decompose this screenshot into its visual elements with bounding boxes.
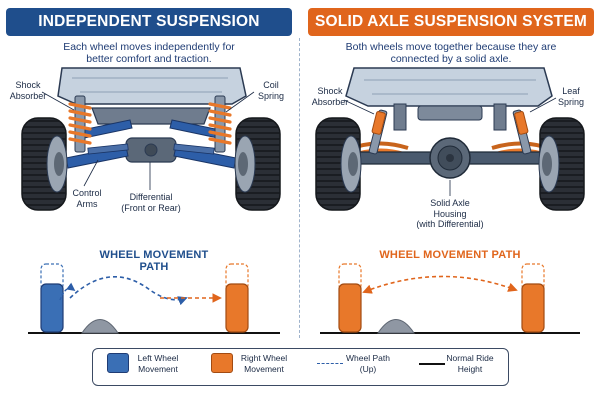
legend-wheel-path-line2: (Up) bbox=[359, 364, 377, 374]
left-wheel-marker bbox=[40, 283, 64, 333]
legend-ride-height-line2: Height bbox=[457, 364, 483, 374]
legend-right-wheel-text: Right Wheel Movement bbox=[233, 353, 295, 375]
right-shock-absorber bbox=[512, 109, 532, 155]
legend-wheel-path-text: Wheel Path (Up) bbox=[337, 353, 399, 375]
solid-axle-suspension-drawing bbox=[315, 67, 585, 211]
solid-axle-subtitle-line2: connected by a solid axle. bbox=[390, 53, 512, 65]
independent-subtitle: Each wheel moves independently for bette… bbox=[16, 41, 282, 65]
left-wheel-raised-outline bbox=[40, 263, 64, 291]
independent-subtitle-line2: better comfort and traction. bbox=[86, 53, 212, 65]
legend-right-wheel-line1: Right Wheel bbox=[240, 353, 288, 363]
coil-spring-label: Coil Spring bbox=[246, 80, 296, 101]
right-front-wheel bbox=[234, 117, 281, 211]
control-arms-label: Control Arms bbox=[62, 188, 112, 209]
coil-spring-label-line1: Coil bbox=[263, 80, 279, 90]
solid-left-wheel-raised-outline bbox=[338, 263, 362, 291]
solid-axle-housing-label-line1: Solid Axle bbox=[430, 198, 470, 208]
right-road-bump bbox=[377, 319, 415, 334]
differential-label: Differential (Front or Rear) bbox=[114, 192, 188, 213]
left-wheel-path-up bbox=[59, 282, 76, 301]
independent-suspension-drawing bbox=[21, 67, 281, 211]
differential-label-line1: Differential bbox=[129, 192, 173, 202]
right-coilover bbox=[208, 95, 232, 153]
legend-wheel-path-line bbox=[317, 363, 343, 364]
solid-axle-wheel-path-diagram bbox=[320, 263, 580, 334]
legend-right-wheel-swatch bbox=[211, 353, 233, 373]
solid-axle-suspension-title: SOLID AXLE SUSPENSION SYSTEM bbox=[308, 8, 594, 36]
independent-suspension-title: INDEPENDENT SUSPENSION SYSTEM bbox=[6, 8, 292, 58]
control-arms-label-line1: Control bbox=[72, 188, 102, 198]
legend-ride-height-text: Normal Ride Height bbox=[439, 353, 501, 375]
legend-left-wheel-text: Left Wheel Movement bbox=[127, 353, 189, 375]
legend-ride-height-line1: Normal Ride bbox=[446, 353, 494, 363]
solid-left-wheel-marker bbox=[338, 283, 362, 333]
independent-subtitle-line1: Each wheel moves independently for bbox=[63, 41, 235, 53]
right-wheel-raised-outline bbox=[225, 263, 249, 291]
solid-axle-housing-label-line2: Housing bbox=[433, 208, 467, 219]
panel-divider bbox=[299, 38, 300, 338]
control-arms-label-line2: Arms bbox=[76, 198, 98, 209]
differential-label-line2: (Front or Rear) bbox=[121, 202, 181, 213]
shock-absorber-label-left-line1: Shock bbox=[15, 80, 41, 90]
left-chassis-body bbox=[57, 67, 247, 105]
legend-ride-height-line bbox=[419, 363, 445, 365]
left-front-wheel bbox=[21, 117, 68, 211]
legend-left-wheel-swatch bbox=[107, 353, 129, 373]
coil-spring-label-line2: Spring bbox=[257, 90, 284, 101]
solid-axle-path-title: WHEEL MOVEMENT PATH bbox=[379, 249, 521, 261]
left-shock-absorber bbox=[368, 109, 388, 155]
left-wheel-path-curve bbox=[69, 276, 188, 306]
solid-axle-housing-label-line3: (with Differential) bbox=[416, 219, 484, 229]
solid-right-wheel-raised-outline bbox=[521, 263, 545, 291]
legend-left-wheel-line1: Left Wheel bbox=[137, 353, 179, 363]
solid-wheel-path bbox=[362, 275, 518, 294]
left-coilover bbox=[68, 95, 92, 153]
solid-right-wheel-marker bbox=[521, 283, 545, 333]
left-crossmember bbox=[91, 107, 211, 125]
solid-right-wheel bbox=[538, 117, 585, 211]
legend-wheel-path-line1: Wheel Path bbox=[346, 353, 390, 363]
solid-axle-housing-label: Solid Axle Housing (with Differential) bbox=[406, 198, 494, 230]
leaf-spring-label-line2: Spring bbox=[557, 96, 584, 107]
legend: Left Wheel Movement Right Wheel Movement… bbox=[92, 348, 509, 386]
independent-wheel-path-diagram bbox=[28, 263, 280, 334]
shock-absorber-label-right: Shock Absorber bbox=[304, 86, 356, 107]
independent-path-title: WHEEL MOVEMENT PATH bbox=[99, 249, 209, 273]
solid-axle-subtitle-line1: Both wheels move together because they a… bbox=[345, 41, 557, 53]
leaf-spring-label: Leaf Spring bbox=[548, 86, 594, 107]
shock-absorber-label-left: Shock Absorber bbox=[2, 80, 54, 101]
legend-right-wheel-line2: Movement bbox=[244, 364, 284, 374]
legend-left-wheel-line2: Movement bbox=[138, 364, 178, 374]
shock-absorber-label-left-line2: Absorber bbox=[9, 90, 47, 101]
shock-absorber-label-right-line2: Absorber bbox=[311, 96, 349, 107]
right-chassis-body bbox=[345, 67, 553, 107]
left-road-bump bbox=[81, 319, 119, 334]
leaf-spring-label-line1: Leaf bbox=[562, 86, 580, 96]
shock-absorber-label-right-line1: Shock bbox=[317, 86, 343, 96]
solid-left-wheel bbox=[315, 117, 362, 211]
solid-axle-subtitle: Both wheels move together because they a… bbox=[314, 41, 588, 65]
right-wheel-marker bbox=[225, 283, 249, 333]
